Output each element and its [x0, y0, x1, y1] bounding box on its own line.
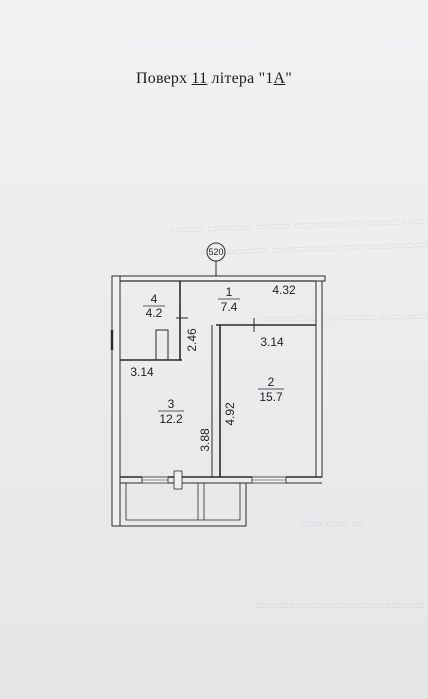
dim-room3-top: 3.14 — [130, 365, 154, 379]
bathroom-fixture — [155, 329, 169, 361]
dim-room3-height: 3.88 — [198, 428, 212, 452]
bleed-through-text: ▭▭ ▭▭ ▭ — [300, 516, 364, 530]
floor-title: Поверх 11 літера "1А" — [0, 70, 428, 88]
room-1-area: 7.4 — [221, 300, 238, 314]
room-2-number: 2 — [268, 375, 275, 389]
dim-bath-height: 2.46 — [185, 328, 199, 352]
title-letter-prefix: літера "1 — [207, 70, 274, 87]
dim-corridor-width: 4.32 — [272, 283, 296, 297]
balcony-inner — [125, 483, 241, 521]
room-4-number: 4 — [151, 292, 158, 306]
dim-room2-top: 3.14 — [260, 335, 284, 349]
dim-room2-height: 4.92 — [223, 402, 237, 426]
title-floor-number: 11 — [191, 70, 208, 87]
top-wall — [111, 275, 326, 282]
left-wall — [111, 275, 121, 527]
right-wall — [315, 280, 323, 478]
bleed-through-text: ▭▭▭▭▭▭▭▭▭▭▭▭▭▭▭ — [255, 598, 426, 612]
balcony-door-mark — [173, 470, 183, 490]
room-2-area: 15.7 — [259, 390, 283, 404]
title-prefix: Поверх — [136, 70, 192, 87]
room-3-number: 3 — [168, 397, 175, 411]
room-1-number: 1 — [226, 285, 233, 299]
axis-marker-label: 520 — [208, 247, 223, 257]
axis-marker-circle — [206, 242, 226, 262]
title-suffix: " — [285, 70, 292, 87]
title-letter: А — [273, 70, 286, 87]
balcony-outline — [119, 483, 247, 527]
room-3-area: 12.2 — [159, 412, 183, 426]
room-4-area: 4.2 — [146, 306, 163, 320]
